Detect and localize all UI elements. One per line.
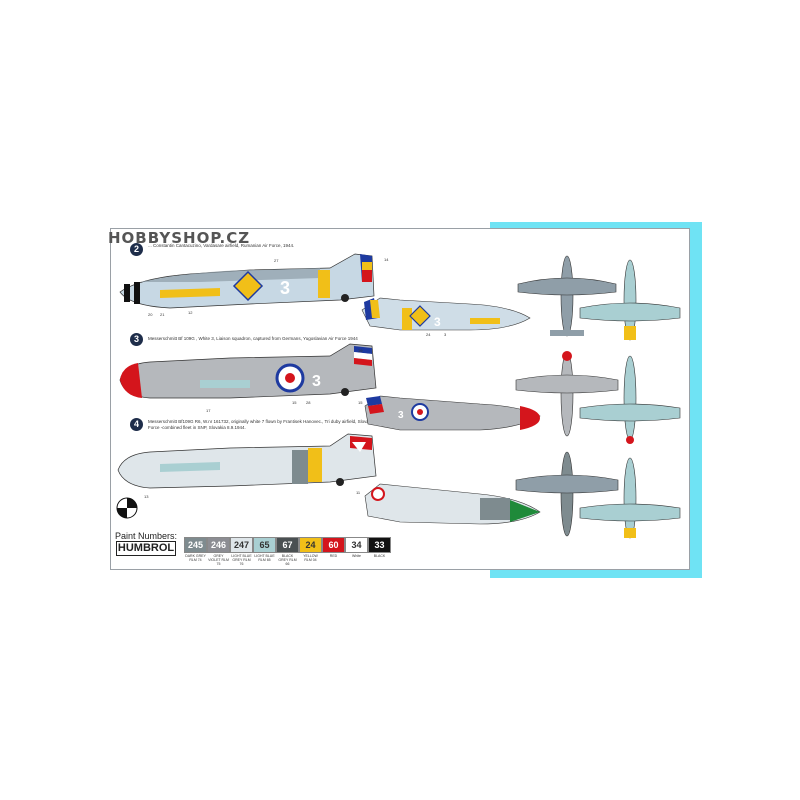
scheme-number-3: 3 [130, 333, 143, 346]
paint-swatch-number: 247 [230, 537, 253, 553]
planview-4-bottom [579, 457, 681, 539]
paint-swatch-name: LIGHT BLUE RLM 65 [254, 554, 275, 562]
planview-3-top [515, 351, 619, 437]
scheme-caption-2: ... Constantin Cantacuzino, Vardasare ai… [148, 243, 295, 248]
paint-swatch-number: 24 [299, 537, 322, 553]
paint-swatch-name: GREY VIOLET RLM 75 [208, 554, 229, 566]
planview-2-bottom [579, 259, 681, 341]
paint-swatch-number: 245 [184, 537, 207, 553]
paint-swatch-number: 34 [345, 537, 368, 553]
paint-numbers-title: Paint Numbers: [115, 531, 178, 541]
profile-3-left: 3 [119, 343, 377, 399]
callout-number: 15 [292, 400, 297, 405]
callout-number: 24 [426, 332, 431, 337]
profile-2-left: 3 [119, 253, 375, 309]
paint-swatch-name: LIGHT BLUE GREY RLM 76 [231, 554, 252, 566]
callout-number: 20 [148, 312, 153, 317]
callout-number: 11 [356, 490, 361, 495]
paint-swatch-number: 65 [253, 537, 276, 553]
paint-swatch-name: White [352, 554, 361, 558]
callout-number: 27 [274, 258, 279, 263]
svg-text:3: 3 [312, 373, 321, 390]
callout-number: 21 [160, 312, 165, 317]
callout-number: 14 [384, 257, 389, 262]
callout-number: 17 [206, 408, 211, 413]
planview-2-top [517, 255, 617, 337]
profile-3-right: 3 [364, 395, 541, 431]
paint-swatch-name: BLACK [373, 554, 386, 558]
callout-number: 3 [444, 332, 447, 337]
scheme-caption-3: Messerschmitt Bf 109G , White 3, Liaison… [148, 336, 358, 341]
callout-number: 13 [144, 494, 149, 499]
scheme-number-4: 4 [130, 418, 143, 431]
paint-swatch-number: 60 [322, 537, 345, 553]
humbrol-brand-label: HUMBROL [116, 541, 176, 556]
svg-text:3: 3 [434, 315, 441, 329]
scheme-number-2: 2 [130, 243, 143, 256]
callout-number: 15 [358, 400, 363, 405]
callout-number: 12 [188, 310, 193, 315]
paint-swatch-name: RED [329, 554, 338, 558]
watermark: HOBBYSHOP.CZ [108, 229, 251, 247]
callout-number: 28 [306, 400, 311, 405]
paint-swatch-number: 246 [207, 537, 230, 553]
paint-swatch-number: 33 [368, 537, 391, 553]
profile-4-right [364, 483, 541, 525]
paint-swatch-name: DARK GREY RLM 74 [185, 554, 206, 562]
paint-swatch-name: YELLOW RLM 04 [303, 554, 318, 562]
planview-3-bottom [579, 355, 681, 444]
callout-number: 19 [358, 348, 363, 353]
paint-swatch-number: 67 [276, 537, 299, 553]
paint-swatch-name: BLACK GREY RLM 66 [278, 554, 297, 566]
code-3-label: 3 [280, 278, 290, 298]
planview-4-top [515, 451, 619, 537]
spinner-marking-icon [116, 497, 138, 519]
scheme-caption-4: Messerschmitt Bf109G R6, W.nr 161732, or… [148, 419, 378, 430]
profile-2-right: 3 [361, 297, 531, 331]
profile-4-left [117, 433, 377, 489]
svg-text:3: 3 [398, 410, 404, 421]
